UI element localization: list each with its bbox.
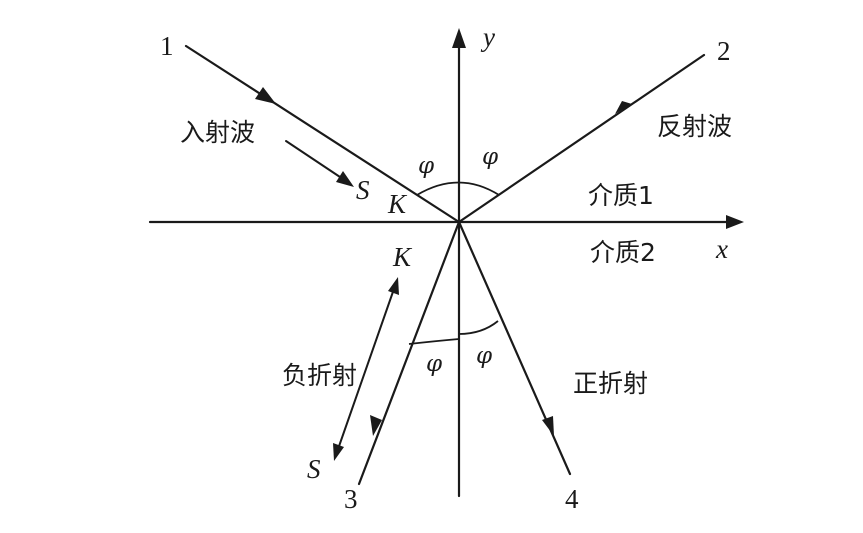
x-axis-label: x <box>715 234 728 264</box>
incident-ray <box>184 44 461 224</box>
reflected-wave-label: 反射波 <box>657 112 732 141</box>
ray-number-2: 2 <box>717 36 731 66</box>
angle-phi-lower-right: φ <box>476 343 493 369</box>
s-direction-arrow-upper <box>285 140 347 182</box>
angle-arc-lower-right <box>458 320 499 335</box>
k-s-double-arrow <box>336 285 396 453</box>
angle-phi-lower-left: φ <box>426 351 443 377</box>
angle-arc-upper <box>416 181 500 196</box>
medium-1-label: 介质1 <box>588 181 654 210</box>
negative-refraction-label: 负折射 <box>282 361 357 390</box>
x-axis-arrowhead <box>726 215 744 229</box>
k-vector-label-upper: K <box>387 189 408 219</box>
k-vector-label-lower: K <box>392 242 413 272</box>
medium-2-label: 介质2 <box>590 238 656 267</box>
s-direction-arrowhead-upper <box>336 171 354 187</box>
positive-refracted-ray-arrowhead <box>542 416 554 436</box>
incident-ray-arrowhead <box>255 87 276 104</box>
angle-phi-upper-left: φ <box>418 153 435 179</box>
incident-wave-label: 入射波 <box>180 118 255 147</box>
k-arrowhead <box>388 277 399 295</box>
ray-number-1: 1 <box>160 31 174 61</box>
negative-refracted-ray-arrowhead <box>370 415 382 436</box>
angle-phi-upper-right: φ <box>482 144 499 170</box>
ray-number-3: 3 <box>344 484 358 514</box>
y-axis-label: y <box>480 22 495 52</box>
s-vector-label-lower: S <box>307 454 321 484</box>
reflected-ray-arrowhead <box>615 101 632 114</box>
ray-number-4: 4 <box>565 484 579 514</box>
reflected-ray <box>457 53 706 224</box>
negative-refracted-ray <box>357 220 461 486</box>
positive-refraction-label: 正折射 <box>573 369 648 398</box>
s-vector-label-upper: S <box>356 175 370 205</box>
s-arrowhead-lower <box>333 443 344 461</box>
angle-arc-lower-left <box>408 338 460 345</box>
y-axis-arrowhead <box>452 28 466 48</box>
